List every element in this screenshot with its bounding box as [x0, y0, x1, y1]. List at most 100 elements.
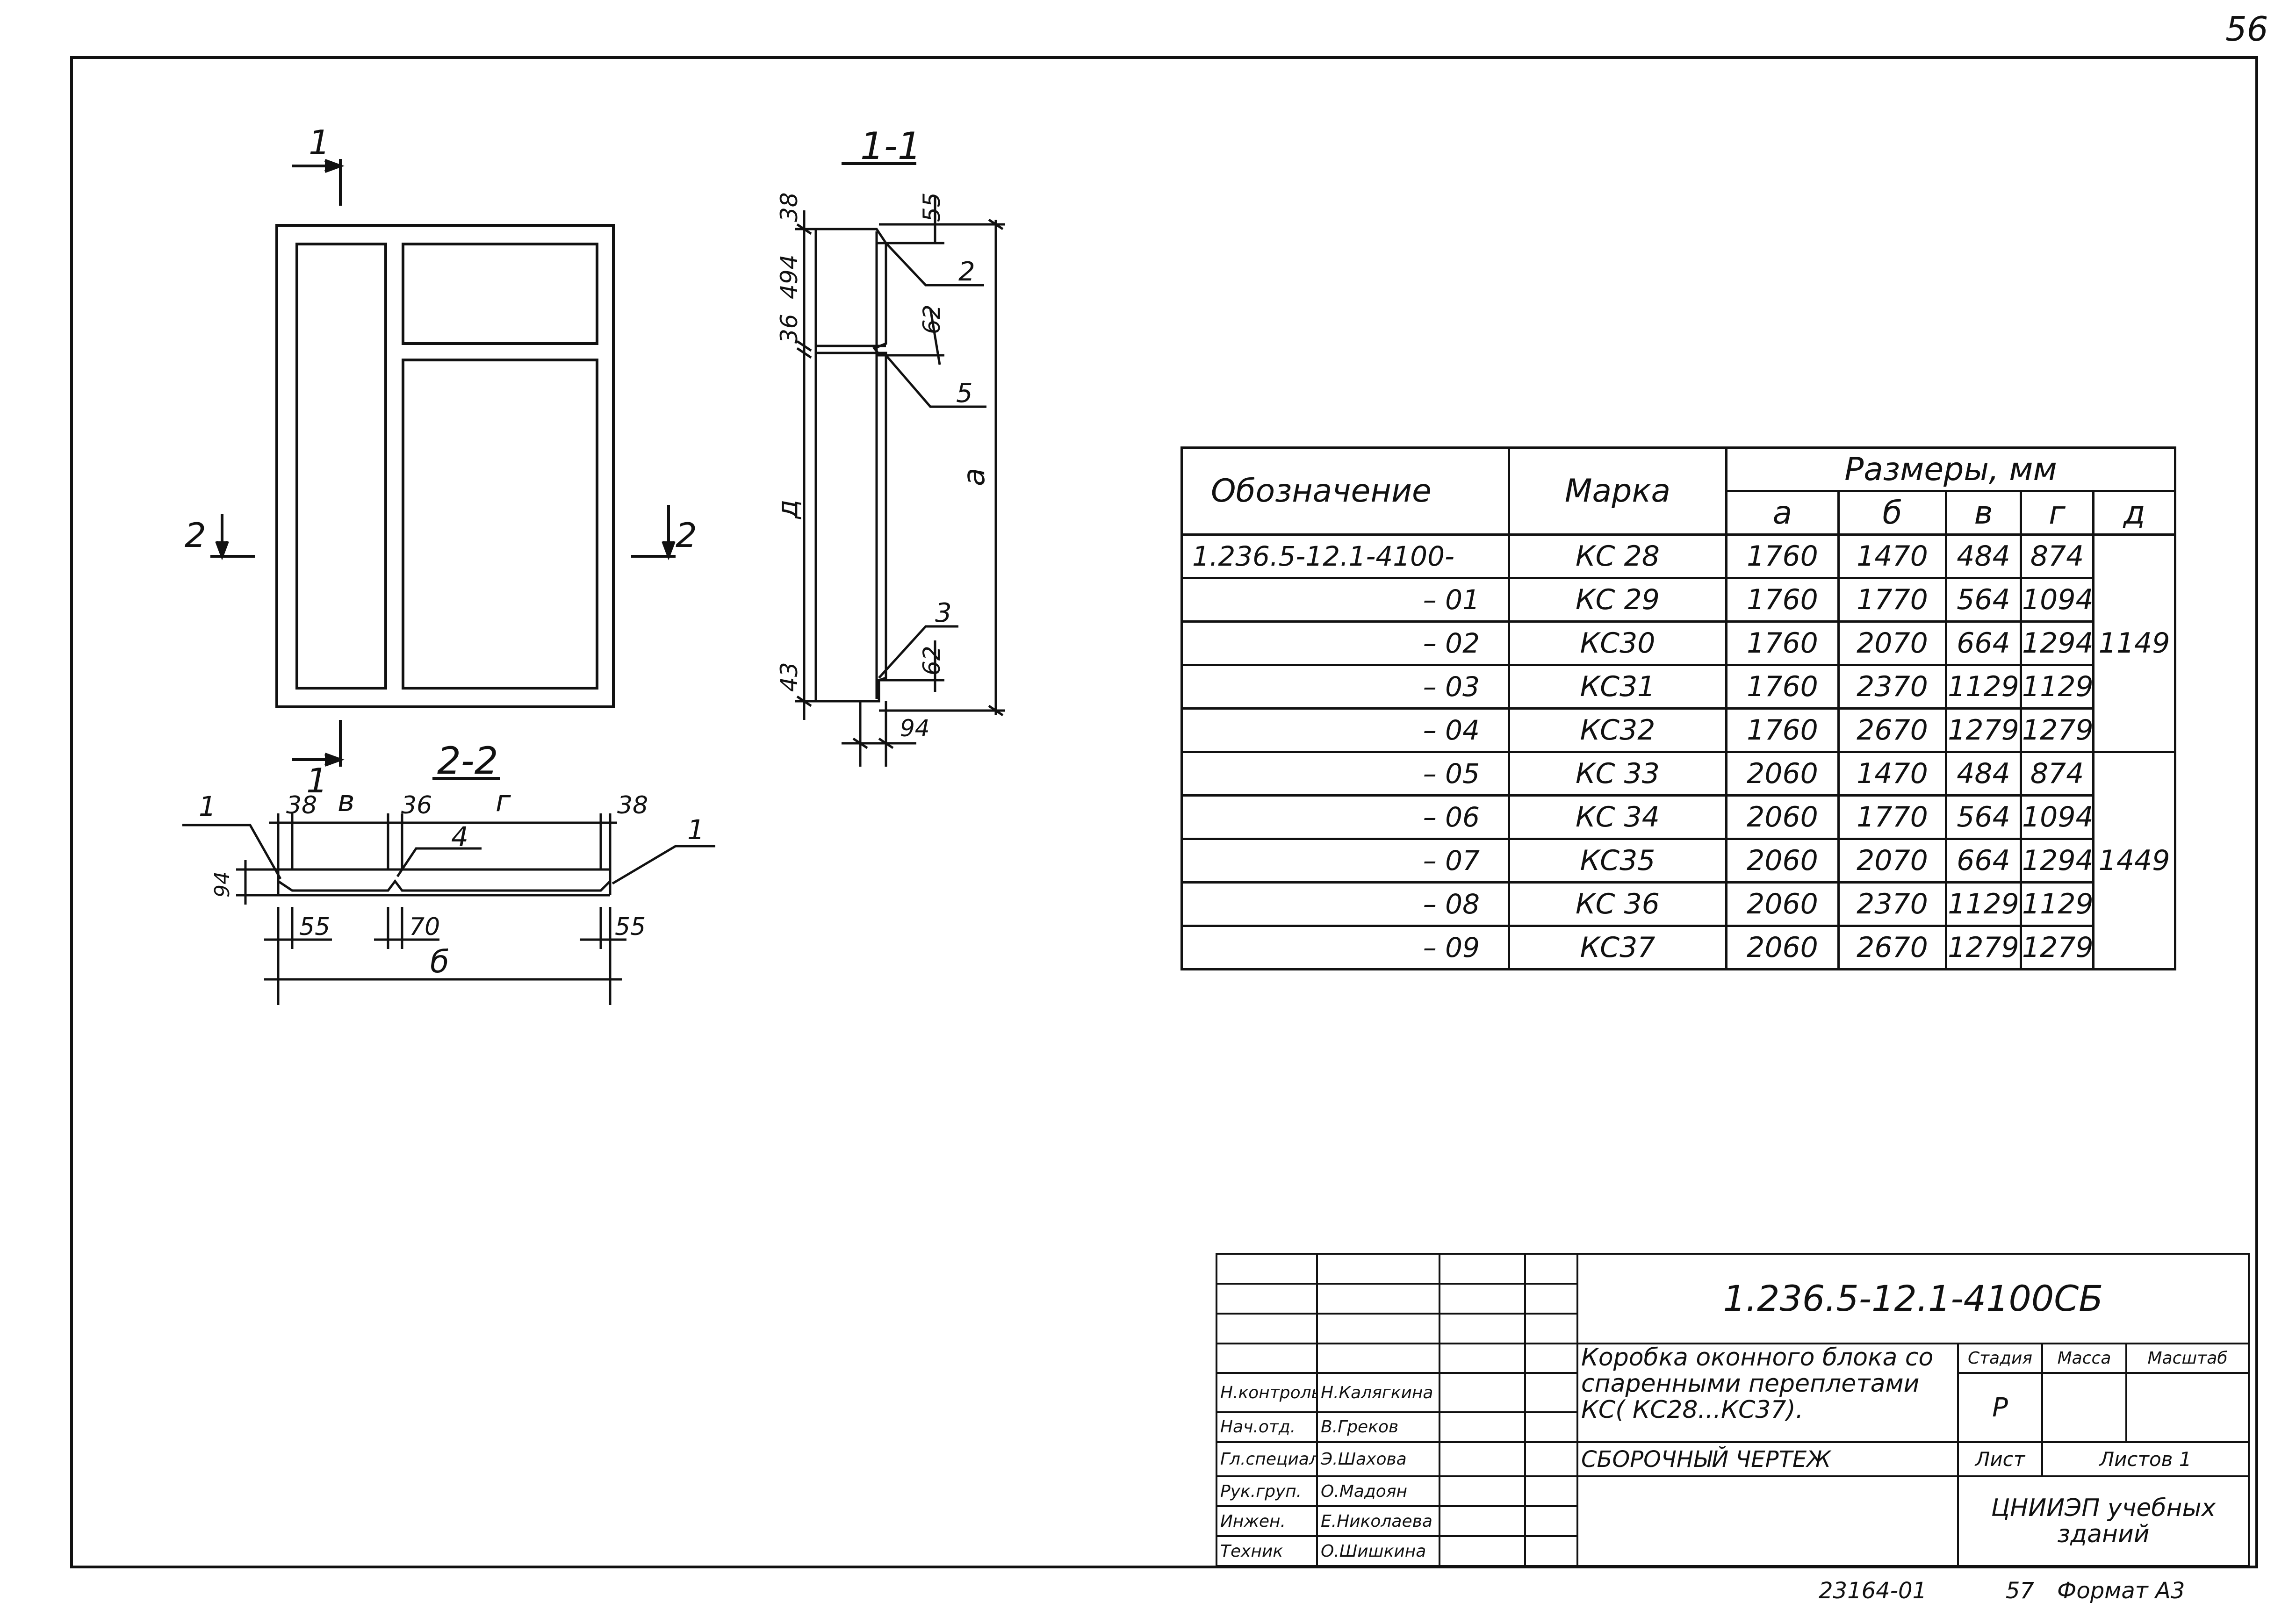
- row-b: 2670: [1837, 925, 1947, 970]
- row-mark: КС32: [1508, 707, 1727, 753]
- row-a: 1760: [1725, 707, 1840, 753]
- table-row: – 07 КС35 2060 2070 664 1294: [1180, 838, 2175, 884]
- row-v: 564: [1945, 577, 2022, 623]
- signature: [1439, 1372, 1526, 1413]
- dim-494: 494: [776, 255, 803, 299]
- row-designation: – 06: [1180, 794, 1510, 840]
- footer-page: 57: [2006, 1578, 2035, 1604]
- dim-55-right: 55: [615, 913, 646, 941]
- cut-2-right-label: 2: [676, 516, 697, 555]
- dim-55: 55: [918, 192, 945, 222]
- window-bottom-pane: [402, 359, 598, 690]
- row-b: 2070: [1837, 838, 1947, 884]
- row-v: 1279: [1945, 925, 2022, 970]
- document-title: Коробка оконного блока со спаренными пер…: [1576, 1342, 1959, 1443]
- dim-v: в: [338, 784, 355, 818]
- row-v: 484: [1945, 533, 2022, 579]
- mass-label: Масса: [2041, 1342, 2127, 1374]
- cut-1-bottom-label: 1: [306, 761, 328, 800]
- row-mark: КС35: [1508, 838, 1727, 884]
- row-v: 1129: [1945, 881, 2022, 927]
- signature: [1439, 1411, 1526, 1443]
- row-b: 2070: [1837, 620, 1947, 666]
- signature-role: Техник: [1216, 1535, 1318, 1567]
- position-3: 3: [935, 598, 952, 628]
- window-left-pane: [295, 243, 387, 690]
- table-row: – 01 КС 29 1760 1770 564 1094: [1180, 577, 2175, 623]
- row-mark: КС 36: [1508, 881, 1727, 927]
- cut-1-top-label: 1: [309, 123, 330, 162]
- row-b: 2670: [1837, 707, 1947, 753]
- title-block: 1.236.5-12.1-4100СБ Коробка оконного бло…: [1216, 1253, 2250, 1567]
- signature-role: Гл.специал.: [1216, 1441, 1318, 1478]
- signature-role: Нач.отд.: [1216, 1411, 1318, 1443]
- row-designation: 1.236.5-12.1-4100-: [1180, 533, 1510, 579]
- table-row: – 04 КС32 1760 2670 1279 1279: [1180, 707, 2175, 753]
- signature-name: О.Шишкина: [1316, 1535, 1440, 1567]
- row-designation: – 08: [1180, 881, 1510, 927]
- row-v: 1279: [1945, 707, 2022, 753]
- mass-value: [2041, 1372, 2127, 1443]
- row-designation: – 09: [1180, 925, 1510, 970]
- signature-name: О.Мадоян: [1316, 1475, 1440, 1508]
- section-2-2-label: 2-2: [437, 739, 498, 783]
- row-d-group-1: 1149: [2092, 533, 2177, 753]
- dim-38-right: 38: [617, 791, 648, 819]
- header-v: в: [1945, 490, 2022, 536]
- row-a: 1760: [1725, 664, 1840, 710]
- window-top-pane: [402, 243, 598, 345]
- row-mark: КС30: [1508, 620, 1727, 666]
- dim-70: 70: [409, 913, 440, 941]
- position-2: 2: [958, 257, 975, 287]
- sheets-label: Листов 1: [2041, 1441, 2250, 1478]
- signature-name: Е.Николаева: [1316, 1505, 1440, 1538]
- dim-62a: 62: [918, 304, 945, 334]
- row-a: 1760: [1725, 577, 1840, 623]
- dim-38-left: 38: [286, 791, 317, 819]
- header-designation: Обозначение: [1180, 446, 1510, 536]
- stage-value: Р: [1957, 1372, 2043, 1443]
- scale-value: [2125, 1372, 2250, 1443]
- row-designation: – 02: [1180, 620, 1510, 666]
- row-b: 2370: [1837, 664, 1947, 710]
- row-designation: – 04: [1180, 707, 1510, 753]
- stage-label: Стадия: [1957, 1342, 2043, 1374]
- header-sizes: Размеры, мм: [1725, 446, 2177, 492]
- signature-name: Э.Шахова: [1316, 1441, 1440, 1478]
- row-g: 1279: [2020, 707, 2094, 753]
- position-4: 4: [451, 821, 468, 853]
- table-row: – 08 КС 36 2060 2370 1129 1129: [1180, 881, 2175, 927]
- cut-line-1: [292, 159, 345, 767]
- dim-62b: 62: [918, 646, 945, 675]
- header-g: г: [2020, 490, 2094, 536]
- dim-43: 43: [776, 662, 803, 692]
- signature: [1439, 1535, 1526, 1567]
- table-row: – 06 КС 34 2060 1770 564 1094: [1180, 794, 2175, 840]
- row-d-group-2: 1449: [2092, 751, 2177, 970]
- row-a: 2060: [1725, 794, 1840, 840]
- row-designation: – 03: [1180, 664, 1510, 710]
- row-mark: КС 33: [1508, 751, 1727, 797]
- row-mark: КС 29: [1508, 577, 1727, 623]
- sheet-number: 56: [2225, 9, 2268, 49]
- dim-36: 36: [776, 314, 803, 344]
- table-row: 1.236.5-12.1-4100- КС 28 1760 1470 484 8…: [1180, 533, 2177, 753]
- table-row: – 02 КС30 1760 2070 664 1294: [1180, 620, 2175, 666]
- row-mark: КС37: [1508, 925, 1727, 970]
- row-a: 2060: [1725, 838, 1840, 884]
- row-g: 1279: [2020, 925, 2094, 970]
- row-a: 1760: [1725, 533, 1840, 579]
- sheet-label: Лист: [1957, 1441, 2043, 1478]
- row-g: 874: [2020, 533, 2094, 579]
- row-mark: КС 34: [1508, 794, 1727, 840]
- signature-role: Инжен.: [1216, 1505, 1318, 1538]
- header-mark: Марка: [1508, 446, 1727, 536]
- row-a: 2060: [1725, 925, 1840, 970]
- row-v: 484: [1945, 751, 2022, 797]
- window-outer-frame: [275, 224, 615, 708]
- row-g: 1129: [2020, 881, 2094, 927]
- scale-label: Масштаб: [2125, 1342, 2250, 1374]
- position-1-right: 1: [687, 814, 705, 846]
- document-subtitle: СБОРОЧНЫЙ ЧЕРТЕЖ: [1576, 1441, 1959, 1478]
- row-b: 1770: [1837, 577, 1947, 623]
